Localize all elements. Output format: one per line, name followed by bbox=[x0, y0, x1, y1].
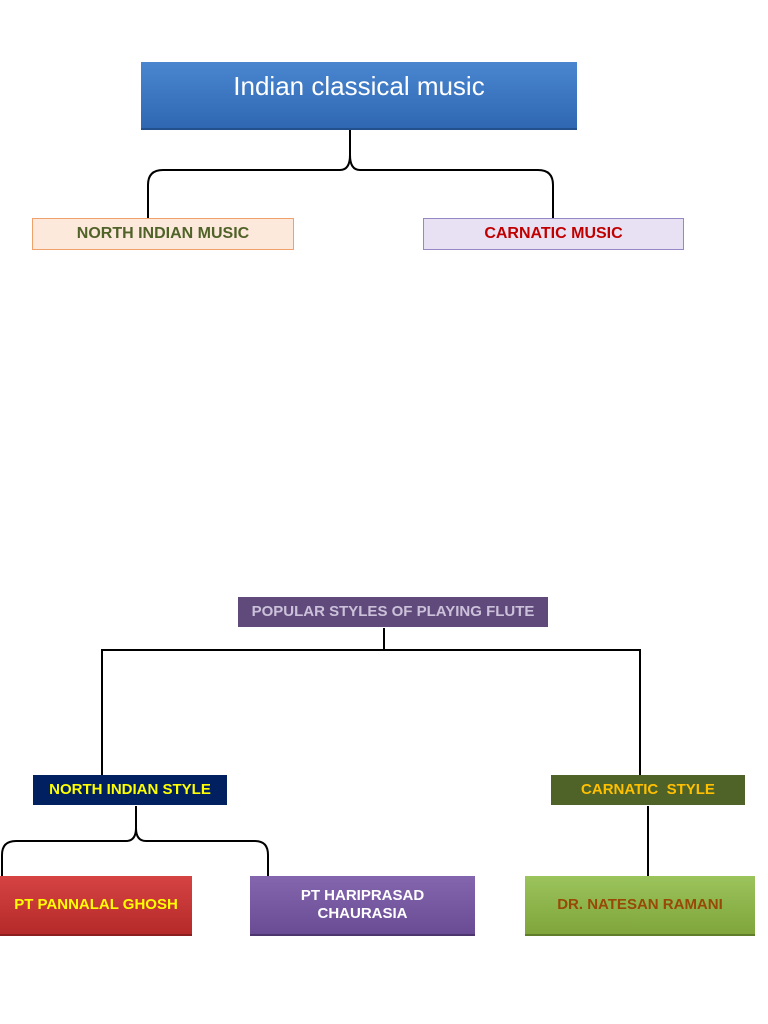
flute-tree-line bbox=[101, 628, 641, 775]
node-label: CARNATIC STYLE bbox=[581, 781, 715, 798]
node-pt-pannalal-ghosh: PT PANNALAL GHOSH bbox=[0, 876, 192, 936]
node-carnatic-style: CARNATIC STYLE bbox=[551, 775, 745, 805]
node-label: PT HARIPRASAD CHAURASIA bbox=[300, 887, 425, 922]
node-label: CARNATIC MUSIC bbox=[484, 225, 623, 243]
node-label: POPULAR STYLES OF PLAYING FLUTE bbox=[251, 603, 535, 620]
root-brace bbox=[147, 122, 554, 218]
node-popular-flute-styles: POPULAR STYLES OF PLAYING FLUTE bbox=[238, 597, 548, 627]
node-label: NORTH INDIAN MUSIC bbox=[76, 225, 250, 243]
node-label: DR. NATESAN RAMANI bbox=[557, 896, 723, 913]
node-label: Indian classical music bbox=[233, 71, 485, 101]
node-pt-hariprasad-chaurasia: PT HARIPRASAD CHAURASIA bbox=[250, 876, 475, 936]
node-indian-classical-music: Indian classical music bbox=[141, 62, 577, 130]
north-style-brace bbox=[1, 806, 269, 876]
node-label: PT PANNALAL GHOSH bbox=[14, 896, 178, 913]
node-north-indian-music: NORTH INDIAN MUSIC bbox=[32, 218, 294, 250]
node-dr-natesan-ramani: DR. NATESAN RAMANI bbox=[525, 876, 755, 936]
node-label: NORTH INDIAN STYLE bbox=[49, 781, 211, 798]
node-carnatic-music: CARNATIC MUSIC bbox=[423, 218, 684, 250]
node-north-indian-style: NORTH INDIAN STYLE bbox=[33, 775, 227, 805]
